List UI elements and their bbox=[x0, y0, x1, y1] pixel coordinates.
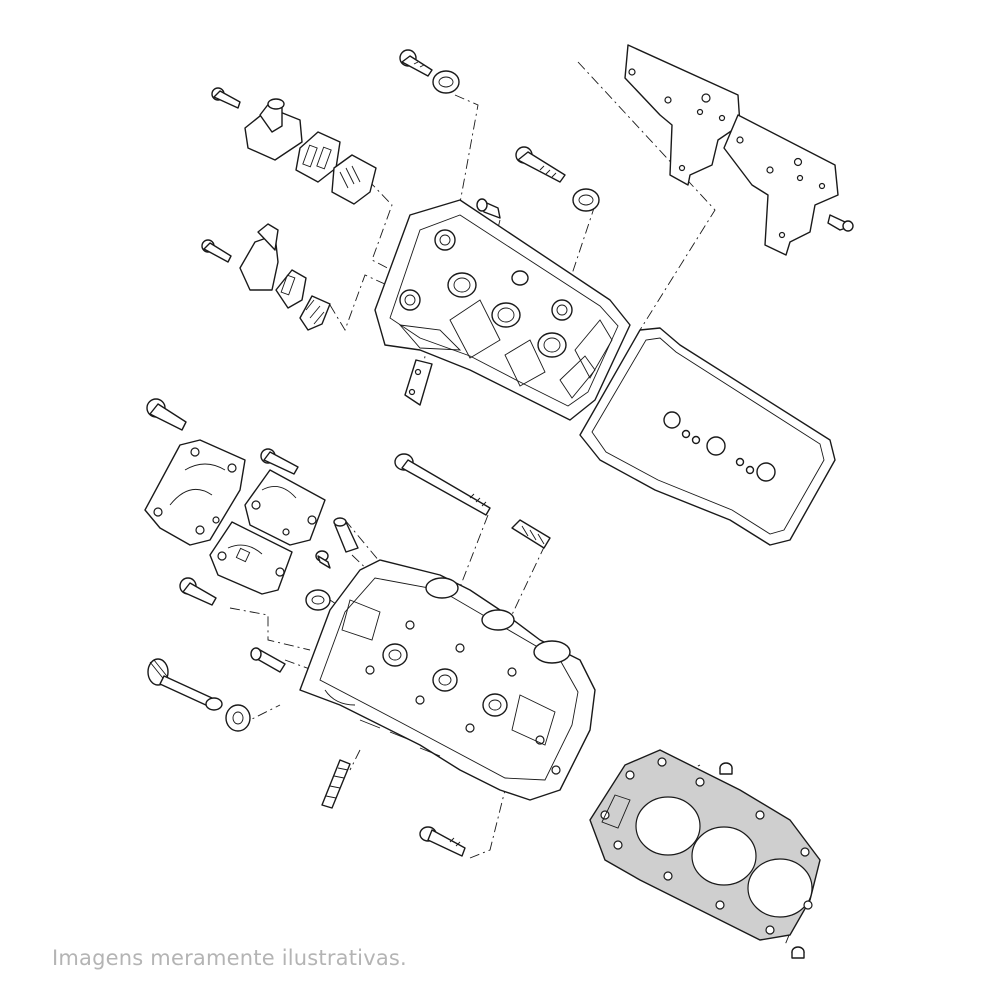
air-valve-cover-upper bbox=[244, 98, 303, 161]
bolt-right-upper bbox=[515, 146, 566, 183]
cylinder-stud bbox=[321, 759, 351, 809]
long-head-bolt bbox=[394, 453, 491, 516]
bolt-left-upper bbox=[211, 87, 241, 109]
reed-valve-gasket-lower bbox=[275, 269, 307, 309]
dowel-sleeve-left bbox=[333, 517, 359, 553]
bolt-top-center bbox=[399, 49, 433, 77]
small-dowel-left bbox=[315, 550, 331, 569]
disclaimer-caption: Imagens meramente ilustrativas. bbox=[52, 946, 407, 970]
head-gasket bbox=[589, 749, 821, 941]
valve-cover bbox=[374, 199, 631, 421]
bolt-bottom bbox=[419, 826, 466, 857]
bolt-cam-cap-left bbox=[146, 398, 187, 431]
bolt-cam-cap-middle bbox=[260, 448, 299, 475]
dowel-sleeve-middle bbox=[250, 647, 286, 673]
bolt-left-middle bbox=[201, 239, 232, 263]
plug-cap bbox=[305, 589, 331, 611]
cam-cap-center-lower bbox=[209, 521, 293, 595]
air-valve-cover-lower bbox=[239, 223, 279, 291]
cam-cap-center-upper bbox=[244, 469, 326, 546]
reed-valve-lower bbox=[299, 295, 331, 331]
reed-valve-upper bbox=[331, 154, 377, 205]
dowel-pin-top bbox=[476, 198, 501, 219]
spark-plug-tube bbox=[511, 519, 551, 549]
oil-bolt-assembly bbox=[147, 658, 251, 732]
valve-cover-gasket bbox=[579, 327, 836, 546]
rubber-grommet-top bbox=[432, 70, 460, 94]
cam-cap-left bbox=[144, 439, 246, 546]
valve-cover-clip bbox=[404, 359, 433, 406]
dowel-pin-gasket-top bbox=[719, 762, 733, 775]
cylinder-head bbox=[299, 559, 596, 801]
rubber-grommet-right bbox=[572, 188, 600, 212]
bolt-cam-cap-lower bbox=[179, 577, 217, 606]
small-screw-right bbox=[827, 214, 854, 232]
side-cover-plate-lower bbox=[723, 114, 839, 256]
dowel-pin-gasket-bottom bbox=[791, 946, 805, 959]
side-cover-plate-upper bbox=[624, 44, 741, 186]
